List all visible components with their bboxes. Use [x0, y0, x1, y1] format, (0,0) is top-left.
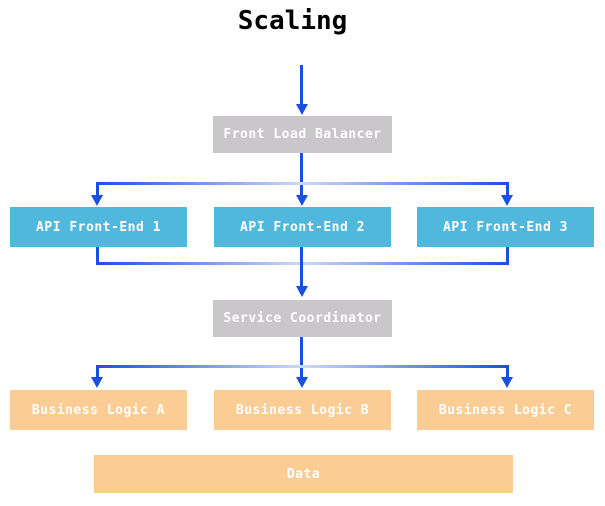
- edge-sc-fanout-line: [96, 365, 508, 368]
- arrowhead-icon: [91, 377, 103, 388]
- edge-sc-to-bl-center-line: [300, 337, 303, 378]
- node-api-front-end-1: API Front-End 1: [10, 207, 187, 247]
- node-label: Service Coordinator: [223, 311, 382, 326]
- edge-api1-to-sc-line: [96, 247, 99, 265]
- arrowhead-icon: [296, 104, 308, 115]
- edge-flb-to-api1-line: [96, 182, 99, 196]
- arrowhead-icon: [296, 195, 308, 206]
- edge-flb-to-api3-line: [506, 182, 509, 196]
- arrowhead-icon: [91, 195, 103, 206]
- edge-api2-to-sc-line: [300, 247, 303, 265]
- diagram-title: Scaling: [237, 6, 348, 36]
- arrowhead-icon: [296, 377, 308, 388]
- arrowhead-icon: [501, 195, 513, 206]
- node-label: API Front-End 3: [443, 219, 568, 235]
- edge-flb-to-api-center-line: [300, 153, 303, 196]
- edge-sc-to-bla-line: [96, 365, 99, 379]
- node-service-coordinator: Service Coordinator: [213, 300, 392, 337]
- edge-sc-to-blc-line: [506, 365, 509, 379]
- node-label: API Front-End 2: [240, 219, 365, 235]
- node-label: Business Logic A: [31, 402, 166, 418]
- node-label: Business Logic B: [235, 402, 370, 418]
- node-api-front-end-3: API Front-End 3: [417, 207, 594, 247]
- arrowhead-icon: [296, 286, 308, 297]
- node-business-logic-a: Business Logic A: [10, 390, 187, 430]
- node-business-logic-c: Business Logic C: [417, 390, 594, 430]
- edge-api3-to-sc-line: [506, 247, 509, 265]
- edge-start-to-flb-line: [300, 65, 303, 105]
- arrowhead-icon: [501, 377, 513, 388]
- edge-fanin-to-sc-line: [300, 262, 303, 288]
- edge-flb-fanout-line: [96, 182, 508, 185]
- node-label: Business Logic C: [438, 402, 573, 418]
- node-label: Data: [286, 466, 321, 482]
- node-label: Front Load Balancer: [223, 127, 382, 142]
- node-api-front-end-2: API Front-End 2: [214, 207, 391, 247]
- node-data: Data: [94, 455, 513, 493]
- node-business-logic-b: Business Logic B: [214, 390, 391, 430]
- node-label: API Front-End 1: [36, 219, 161, 235]
- node-front-load-balancer: Front Load Balancer: [213, 116, 392, 153]
